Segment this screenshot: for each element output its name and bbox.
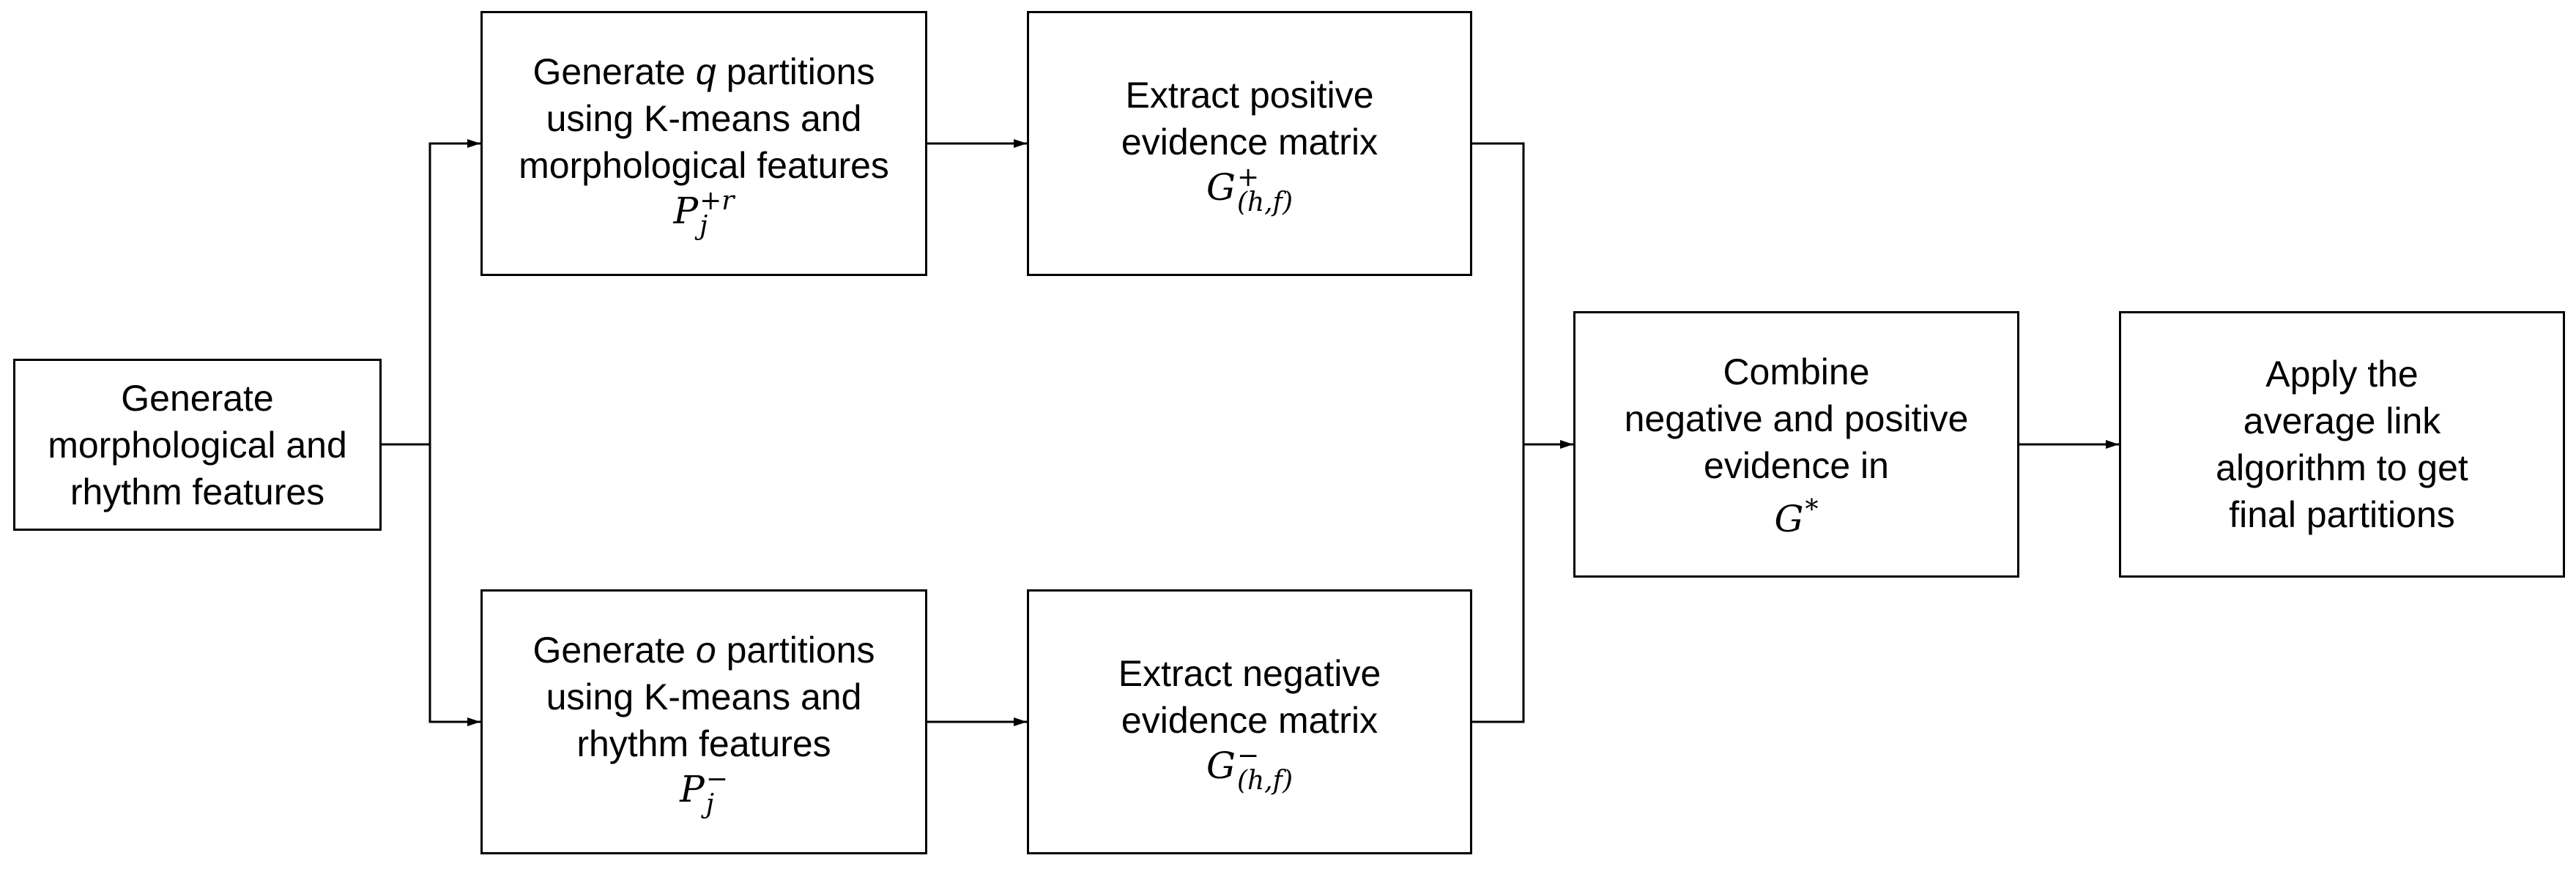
positive-partitions-line-1: Generate q partitions <box>533 48 875 95</box>
negative-partitions-line-3: rhythm features <box>576 723 831 764</box>
positive-partitions-symbol-subscript: j <box>699 211 708 241</box>
negative-evidence-symbol-superscript: − <box>1236 741 1260 771</box>
average-link-line-2: average link <box>2243 400 2441 441</box>
combine-line-3: evidence in <box>1704 445 1889 486</box>
average-link-line-3: algorithm to get <box>2216 447 2468 488</box>
positive-evidence-line-2: evidence matrix <box>1121 122 1378 163</box>
positive-evidence-symbol-superscript: + <box>1236 163 1260 193</box>
positive-evidence-symbol: G+(h,f) <box>1206 163 1293 217</box>
generate-features-line-3: rhythm features <box>70 471 325 512</box>
positive-partitions-symbol-base: P <box>673 190 699 232</box>
combined-matrix-symbol-superscript: * <box>1805 495 1819 525</box>
extract-positive-evidence-box: Extract positive evidence matrix G+(h,f) <box>1027 11 1472 276</box>
edge-split-to-positive-partitions <box>428 139 480 444</box>
positive-evidence-line-1: Extract positive <box>1125 75 1374 116</box>
edge-negative-evidence-to-join <box>1472 444 1525 723</box>
generate-positive-partitions-box: Generate q partitions using K-means and … <box>480 11 927 276</box>
negative-partitions-symbol-superscript: − <box>705 764 728 794</box>
average-link-line-4: final partitions <box>2229 494 2455 535</box>
negative-partitions-line-1-suffix: partitions <box>716 630 875 671</box>
generate-features-line-2: morphological and <box>48 424 347 466</box>
negative-partitions-line-2: using K-means and <box>546 676 862 717</box>
edge-split-to-negative-partitions <box>428 444 480 726</box>
combine-line-1: Combine <box>1723 351 1870 392</box>
positive-evidence-symbol-base: G <box>1206 166 1236 209</box>
negative-evidence-line-1: Extract negative <box>1118 653 1381 694</box>
positive-partitions-symbol-superscript: +r <box>699 186 735 216</box>
edge-positive-evidence-to-join <box>1472 142 1525 444</box>
positive-evidence-symbol-subscript: (h,f) <box>1236 187 1293 217</box>
generate-features-box: Generate morphological and rhythm featur… <box>13 359 382 531</box>
combined-matrix-symbol-base: G <box>1774 498 1804 540</box>
extract-negative-evidence-box: Extract negative evidence matrix G−(h,f) <box>1027 589 1472 854</box>
negative-partitions-symbol-base: P <box>680 768 705 810</box>
combined-matrix-symbol: G* <box>1775 489 1819 540</box>
generate-features-line-1: Generate <box>121 377 274 419</box>
negative-partitions-symbol: P−j <box>680 764 728 819</box>
positive-partitions-line-1-suffix: partitions <box>716 51 875 92</box>
generate-negative-partitions-box: Generate o partitions using K-means and … <box>480 589 927 854</box>
negative-evidence-symbol-subscript: (h,f) <box>1236 766 1293 796</box>
negative-partitions-symbol-subscript: j <box>705 789 714 819</box>
negative-evidence-symbol: G−(h,f) <box>1206 741 1293 796</box>
positive-partitions-line-3: morphological features <box>519 145 889 186</box>
negative-partitions-count-variable: o <box>695 630 716 671</box>
positive-partitions-line-2: using K-means and <box>546 98 862 139</box>
average-link-line-1: Apply the <box>2265 354 2419 395</box>
negative-evidence-symbol-base: G <box>1206 745 1236 787</box>
positive-partitions-count-variable: q <box>695 51 716 92</box>
combine-evidence-box: Combine negative and positive evidence i… <box>1573 311 2019 578</box>
negative-partitions-line-1-prefix: Generate <box>532 630 696 671</box>
average-link-box: Apply the average link algorithm to get … <box>2119 311 2565 578</box>
positive-partitions-line-1-prefix: Generate <box>532 51 696 92</box>
negative-evidence-line-2: evidence matrix <box>1121 700 1378 741</box>
negative-partitions-line-1: Generate o partitions <box>533 627 875 674</box>
combine-line-2: negative and positive <box>1624 398 1969 439</box>
